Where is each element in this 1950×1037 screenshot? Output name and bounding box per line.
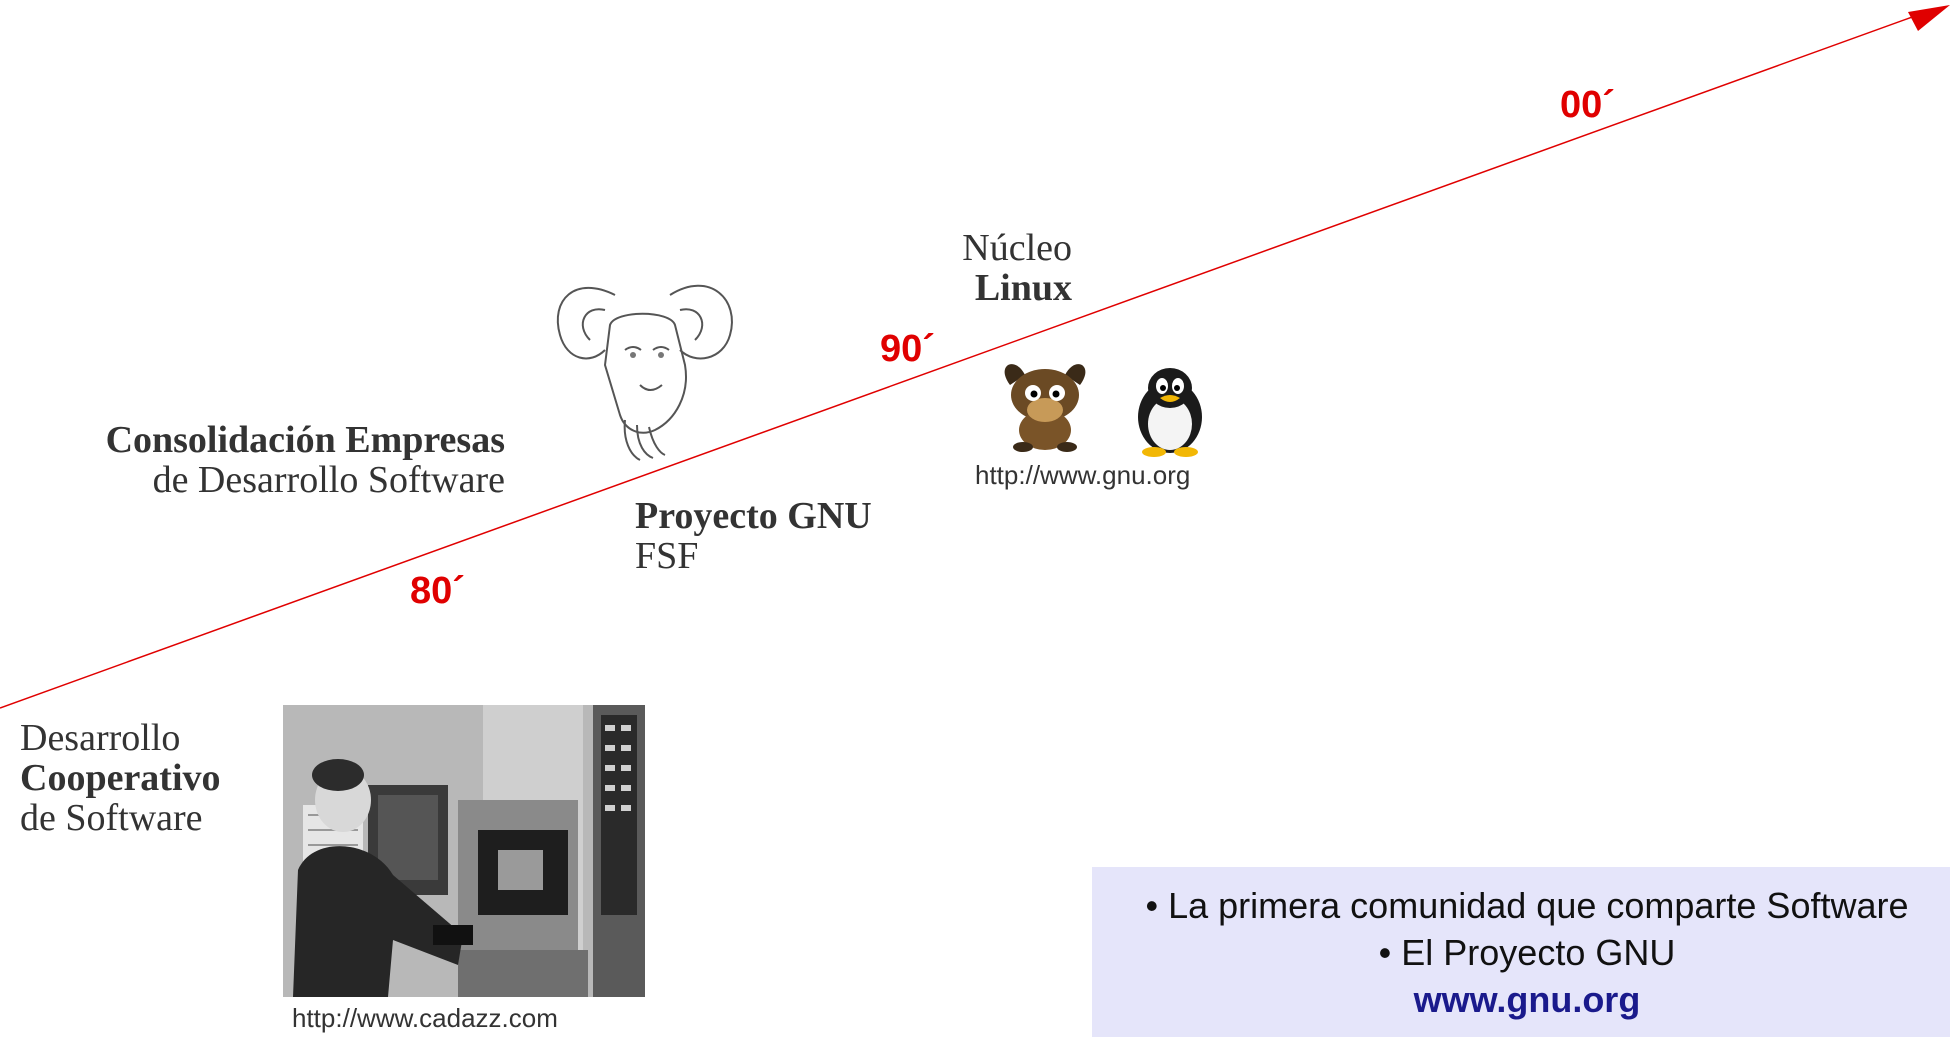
consolidation-title: Consolidación Empresas	[105, 419, 505, 461]
decade-80-label: 80´	[410, 570, 465, 612]
info-box: • La primera comunidad que comparte Soft…	[1092, 867, 1950, 1037]
gnu-mascot-icon	[1004, 364, 1086, 452]
decade-90-label: 90´	[880, 328, 935, 370]
info-bullet-gnu-project: • El Proyecto GNU	[1378, 932, 1676, 973]
cadazz-url: http://www.cadazz.com	[292, 1003, 558, 1033]
linux-kernel-text: Núcleo Linux	[900, 228, 1072, 308]
decade-00-label: 00´	[1560, 84, 1615, 126]
linux-kernel-line2: Linux	[974, 267, 1072, 309]
photo-illustration	[283, 705, 645, 997]
cooperative-line2: Cooperativo	[20, 757, 221, 799]
consolidation-text: Consolidación Empresas de Desarrollo Sof…	[0, 420, 505, 500]
tux-penguin-icon	[1138, 368, 1202, 457]
cooperative-line1: Desarrollo	[20, 717, 181, 759]
gnu-project-text: Proyecto GNU FSF	[635, 496, 872, 576]
linux-kernel-line1: Núcleo	[962, 227, 1072, 269]
gnu-org-url: http://www.gnu.org	[975, 460, 1191, 490]
gnu-project-subtitle: FSF	[635, 535, 699, 577]
historic-computer-photo	[283, 705, 645, 997]
cooperative-text: Desarrollo Cooperativo de Software	[20, 718, 221, 838]
consolidation-subtitle: de Desarrollo Software	[152, 459, 505, 501]
gnu-head-icon	[556, 284, 733, 461]
gnu-project-title: Proyecto GNU	[635, 495, 872, 537]
gnu-org-link[interactable]: www.gnu.org	[1413, 979, 1641, 1020]
cooperative-line3: de Software	[20, 797, 203, 839]
info-bullet-community: • La primera comunidad que comparte Soft…	[1145, 885, 1909, 926]
